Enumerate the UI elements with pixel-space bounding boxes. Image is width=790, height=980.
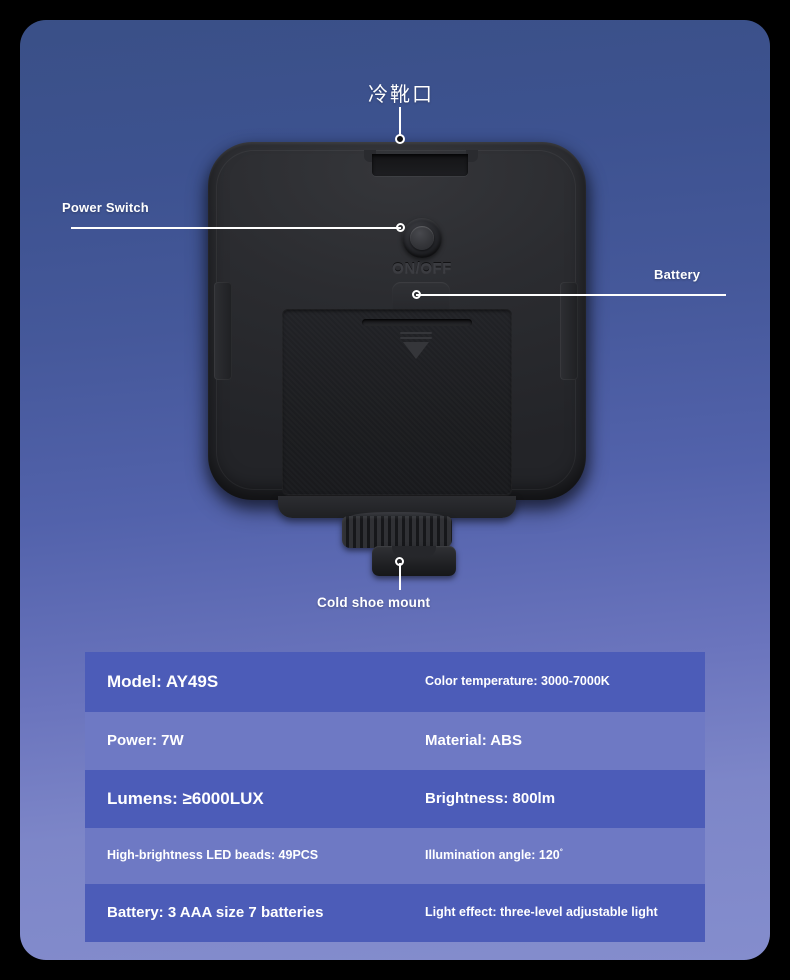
- onoff-engraving: ON/OFF: [392, 260, 452, 277]
- degree-symbol: °: [559, 847, 563, 857]
- callout-label-cold-shoe-mount: Cold shoe mount: [317, 595, 431, 610]
- spec-row: Model: AY49S Color temperature: 3000-700…: [85, 652, 705, 712]
- spec-cell-left: High-brightness LED beads: 49PCS: [107, 848, 319, 863]
- product-illustration: ON/OFF 冷靴口 Power Switch: [20, 20, 770, 630]
- callout-label-battery: Battery: [654, 267, 701, 282]
- cold-shoe-port: [372, 154, 468, 176]
- callout-dot-cold-shoe-mount: [395, 557, 404, 566]
- leader-line-power-switch: [71, 227, 401, 229]
- battery-door-arrow-line-2: [400, 337, 432, 339]
- spec-cell-right: Light effect: three-level adjustable lig…: [425, 905, 658, 920]
- callout-dot-cold-shoe-port: [395, 134, 405, 144]
- device-side-fin-left: [214, 282, 232, 380]
- battery-door[interactable]: [282, 309, 512, 495]
- spec-cell-left: Model: AY49S: [107, 672, 219, 692]
- spec-cell-left: Power: 7W: [107, 731, 184, 749]
- spec-cell-right-text: Illumination angle: 120: [425, 848, 560, 863]
- spec-row: High-brightness LED beads: 49PCS Illumin…: [85, 828, 705, 884]
- spec-row: Lumens: ≥6000LUX Brightness: 800lm: [85, 770, 705, 828]
- leader-line-battery: [416, 294, 726, 296]
- specification-table: Model: AY49S Color temperature: 3000-700…: [85, 652, 705, 942]
- leader-line-cold-shoe-mount: [399, 563, 401, 590]
- spec-cell-right: Brightness: 800lm: [425, 789, 556, 807]
- device-base-plate: [278, 496, 516, 518]
- spec-cell-right: Material: ABS: [425, 731, 522, 749]
- cold-shoe-mount-notch: [392, 546, 436, 557]
- battery-door-grip: [362, 319, 472, 326]
- callout-label-cold-shoe-port: 冷靴口: [368, 84, 434, 106]
- callout-dot-power-switch: [396, 223, 405, 232]
- callout-dot-battery: [412, 290, 421, 299]
- spec-cell-right: Color temperature: 3000-7000K: [425, 674, 610, 689]
- product-infographic-card: ON/OFF 冷靴口 Power Switch: [20, 20, 770, 960]
- spec-cell-right: Illumination angle: 120°: [425, 848, 693, 864]
- power-button-cap[interactable]: [410, 226, 434, 250]
- spec-row: Power: 7W Material: ABS: [85, 712, 705, 770]
- device-side-fin-right: [560, 282, 578, 380]
- battery-door-arrow-line-1: [400, 332, 432, 334]
- cold-shoe-notch-right: [466, 150, 478, 162]
- battery-door-arrow-icon: [403, 342, 429, 359]
- callout-label-power-switch: Power Switch: [62, 200, 149, 215]
- mount-knurled-knob[interactable]: [342, 516, 452, 548]
- spec-row: Battery: 3 AAA size 7 batteries Light ef…: [85, 884, 705, 942]
- spec-cell-left: Lumens: ≥6000LUX: [107, 789, 264, 809]
- leader-line-cold-shoe-port: [399, 107, 401, 136]
- spec-cell-left: Battery: 3 AAA size 7 batteries: [107, 903, 324, 921]
